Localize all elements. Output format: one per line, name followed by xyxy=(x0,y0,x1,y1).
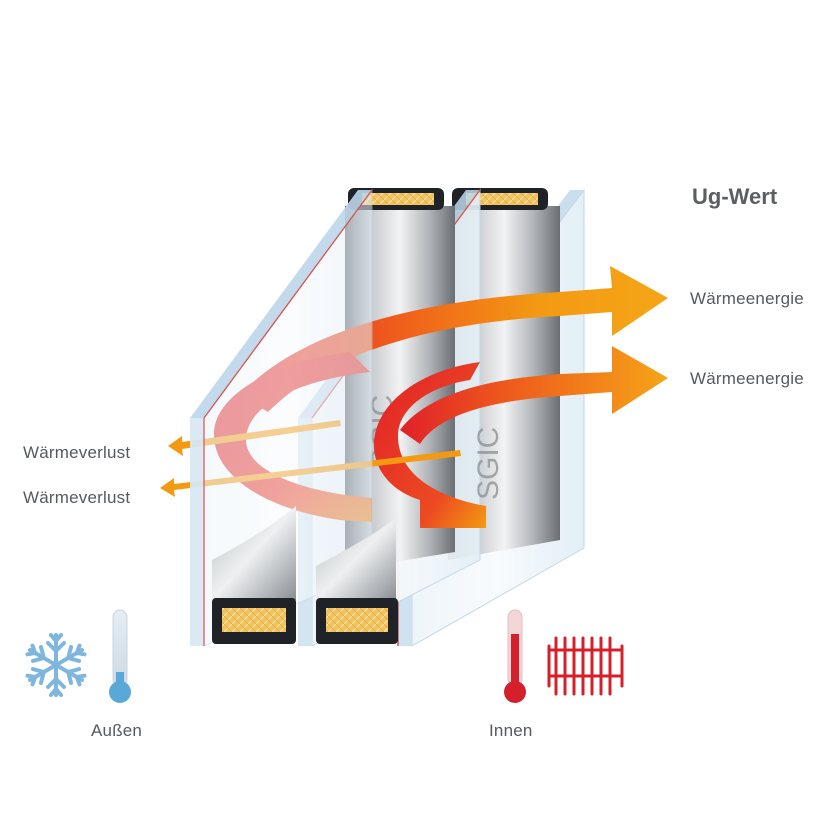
heat-loss-label-top: Wärmeverlust xyxy=(23,443,131,462)
thermometer-hot-icon xyxy=(504,609,526,703)
heat-energy-label-top: Wärmeenergie xyxy=(690,289,804,308)
snowflake-icon xyxy=(24,633,88,697)
ug-value-title: Ug-Wert xyxy=(692,184,778,209)
brand-print-back: SGIC xyxy=(472,427,505,500)
inside-label: Innen xyxy=(489,721,533,740)
heat-energy-arrow-bottom xyxy=(400,346,668,444)
radiator-icon xyxy=(547,636,624,696)
glass-pane-outer xyxy=(190,188,373,647)
thermometer-cold-icon xyxy=(109,609,131,703)
heat-energy-arrow-top xyxy=(240,266,668,412)
heat-loss-label-bottom: Wärmeverlust xyxy=(23,488,131,507)
bottom-spacer-back xyxy=(316,518,398,644)
heat-energy-label-bottom: Wärmeenergie xyxy=(690,369,804,388)
outside-label: Außen xyxy=(91,721,143,740)
bottom-spacer-front xyxy=(212,506,296,644)
heat-swirl-back xyxy=(373,362,486,528)
